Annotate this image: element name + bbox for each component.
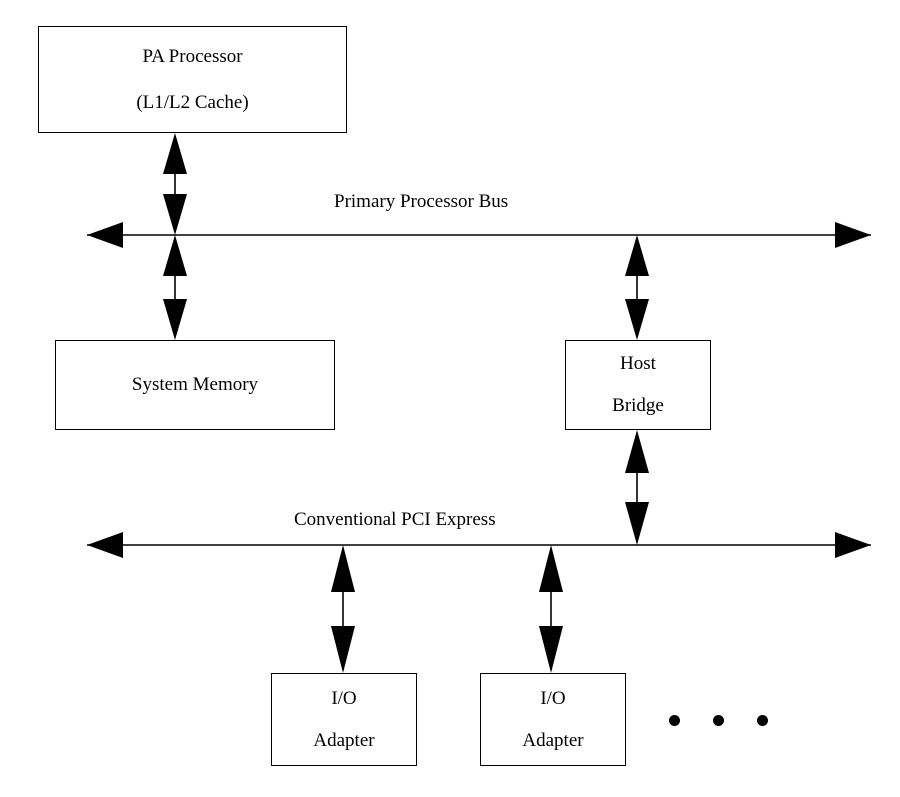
- conventional-pci-express-bus-line: [87, 532, 871, 558]
- connector-pa-processor-to-primary-bus: [163, 133, 187, 235]
- node-io-adapter-2-line1: I/O: [540, 687, 566, 709]
- connector-primary-bus-to-host-bridge: [625, 235, 649, 340]
- ellipsis-dot-1: [669, 715, 680, 726]
- node-pa-processor-line2: (L1/L2 Cache): [136, 91, 249, 113]
- node-host-bridge[interactable]: Host Bridge: [565, 340, 711, 430]
- node-system-memory[interactable]: System Memory: [55, 340, 335, 430]
- node-pa-processor[interactable]: PA Processor (L1/L2 Cache): [38, 26, 347, 133]
- connector-primary-bus-to-system-memory: [163, 235, 187, 340]
- node-pa-processor-line1: PA Processor: [142, 45, 243, 67]
- node-system-memory-label: System Memory: [131, 374, 259, 396]
- label-primary-processor-bus: Primary Processor Bus: [334, 191, 509, 212]
- node-host-bridge-line2: Bridge: [612, 395, 664, 416]
- label-conventional-pci-express-bus: Conventional PCI Express: [294, 509, 496, 530]
- connector-pci-bus-to-io-adapter-1: [331, 545, 355, 673]
- connector-host-bridge-to-pci-bus: [625, 430, 649, 545]
- node-host-bridge-line1: Host: [620, 353, 656, 375]
- ellipsis-dot-3: [757, 715, 768, 726]
- node-io-adapter-2[interactable]: I/O Adapter: [480, 673, 626, 766]
- connector-pci-bus-to-io-adapter-2: [539, 545, 563, 673]
- node-io-adapter-1-line2: Adapter: [313, 729, 375, 751]
- ellipsis-dot-2: [713, 715, 724, 726]
- node-io-adapter-2-line2: Adapter: [522, 729, 584, 751]
- more-adapters-ellipsis: [669, 715, 768, 726]
- primary-processor-bus-line: [87, 222, 871, 248]
- node-io-adapter-1-line1: I/O: [331, 687, 357, 709]
- node-io-adapter-1[interactable]: I/O Adapter: [271, 673, 417, 766]
